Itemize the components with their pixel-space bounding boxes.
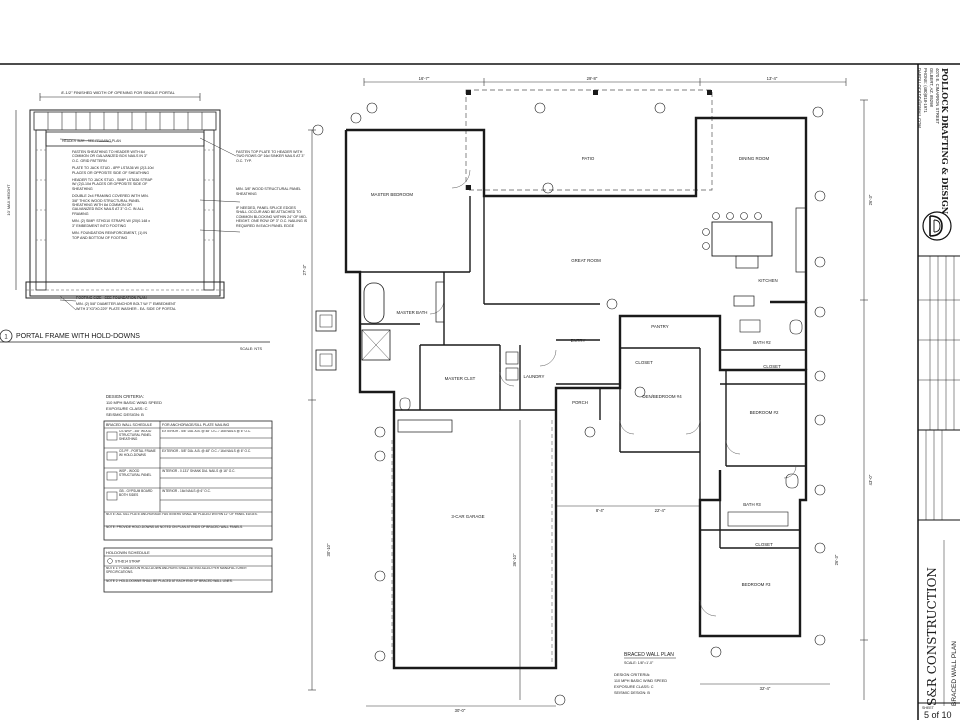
design-criteria-left: DESIGN CRITERIA: 110 MPH BASIC WIND SPEE… — [106, 394, 162, 417]
dim-top-c: 13'-4" — [767, 76, 778, 81]
room-great-room: GREAT ROOM — [571, 258, 601, 263]
plan-criteria-heading: DESIGN CRITERIA: — [614, 672, 650, 677]
braced-wall-schedule: BRACED WALL SCHEDULE FOR ANCHORAGE/SILL … — [103, 420, 273, 541]
detail-top-dim: 8'-1/2" FINISHED WIDTH OF OPENING FOR SI… — [61, 90, 175, 95]
criteria-line-1: 110 MPH BASIC WIND SPEED — [106, 400, 162, 405]
room-master-closet: MASTER CLST — [445, 376, 476, 381]
note-anchor: MIN. (2) 5/8" DIAMETER ANCHOR BOLT W/ 7"… — [76, 302, 176, 311]
plan-scale: SCALE: 1/8"=1'-0" — [624, 661, 654, 665]
note-sheathing: FASTEN SHEATHING TO HEADER WITH 8d COMMO… — [72, 150, 148, 163]
schedule-method-2: CS-PF - PORTAL FRAME W/ HOLD-DOWNS — [119, 449, 156, 457]
detail-scale: SCALE: NTS — [240, 347, 263, 351]
dim-right-a: 26'-3" — [868, 194, 873, 205]
schedule-nailing-3: INTERIOR - 0.131" SHANK DIA. NAILS @ 16"… — [162, 469, 236, 473]
detail-number: 1 — [4, 335, 8, 341]
holdown-row-1: STHD14 STRAP — [115, 560, 141, 564]
schedule-note-2: NOTE: PROVIDE HOLD-DOWNS AS NOTED ON PLA… — [106, 525, 244, 529]
schedule-col-nailing: FOR ANCHORAGE/SILL PLATE NAILING — [162, 423, 230, 427]
schedule-nailing-1: EXTERIOR - 5/8" DIA. A.B. @ 48" O.C. / 1… — [162, 430, 252, 433]
room-pantry: PANTRY — [651, 324, 668, 329]
room-bedroom3: BEDROOM #3 — [742, 582, 771, 587]
note-double-framing: DOUBLE 2x4 FRAMING COVERED WITH MIN. 3/8… — [72, 194, 149, 216]
sheet-name: BRACED WALL PLAN — [951, 641, 958, 706]
floor-plan: 16'-7" 29'-8" 13'-4" 26'-3" 43'-0" 26'-3… — [302, 76, 873, 713]
dim-mid-a: 8'-4" — [596, 508, 605, 513]
room-garage: 3-CAR GARAGE — [451, 514, 484, 519]
room-closet-bed2: CLOSET — [763, 364, 781, 369]
plan-title: BRACED WALL PLAN — [624, 652, 674, 658]
room-master-bath: MASTER BATH — [397, 310, 428, 315]
note-panel-splice: IF NEEDED, PANEL SPLICE EDGES SHALL OCCU… — [236, 206, 308, 228]
room-closet-bed3: CLOSET — [755, 542, 773, 547]
holdown-title: HOLDOWN SCHEDULE — [106, 550, 150, 555]
holdown-note-1: NOTE 1: FOUNDATION HOLD-DOWN ANCHORS SHA… — [106, 567, 247, 574]
schedule-nailing-2: EXTERIOR - 5/8" DIA. A.B. @ 48" O.C. / 1… — [162, 449, 252, 453]
dim-right-b: 43'-0" — [868, 474, 873, 485]
dim-top-a: 16'-7" — [419, 76, 430, 81]
dim-left-b: 30'-10" — [326, 543, 331, 557]
criteria-line-3: SEISMIC DESIGN: B — [106, 412, 144, 417]
schedule-method-3: WSP - WOOD STRUCTURAL PANEL — [119, 469, 152, 477]
plan-criteria-1: 110 MPH BASIC WIND SPEED — [614, 679, 667, 683]
note-top-plate: FASTEN TOP PLATE TO HEADER WITH TWO ROWS… — [236, 150, 305, 163]
company-address-2: GILBERT, AZ. 85298 — [929, 68, 934, 107]
holdown-note-2: NOTE 2: HOLD-DOWNS SHALL BE PLACED AT EA… — [106, 579, 233, 583]
company-phone: PHONE: (480)818-1971 — [923, 68, 928, 113]
pdd-logo — [922, 211, 952, 241]
dim-top-b: 29'-8" — [587, 76, 598, 81]
room-bedroom2: BEDROOM #2 — [750, 410, 779, 415]
note-header: HEADER SIZE - SEE FRAMING PLAN — [62, 139, 121, 143]
room-labels: PATIO DINING ROOM MASTER BEDROOM GREAT R… — [371, 156, 781, 587]
note-foundation: MIN. FOUNDATION REINFORCEMENT, (1) IN TO… — [72, 231, 148, 240]
room-bath3: BATH #3 — [743, 502, 761, 507]
room-porch: PORCH — [572, 400, 588, 405]
note-header-jack: HEADER TO JACK STUD - SIMP LSTA36 STRAP … — [72, 178, 153, 191]
detail-side-dim: 10' MAX HEIGHT — [6, 184, 11, 216]
criteria-heading: DESIGN CRITERIA: — [106, 394, 144, 399]
room-master-bedroom: MASTER BEDROOM — [371, 192, 414, 197]
dim-left-a: 27'-3" — [302, 264, 307, 275]
room-bath2: BATH #2 — [753, 340, 771, 345]
holdown-schedule: HOLDOWN SCHEDULE STHD14 STRAP NOTE 1: FO… — [103, 547, 273, 593]
room-entry: ENTRY — [571, 338, 586, 343]
detail-title: PORTAL FRAME WITH HOLD-DOWNS — [16, 333, 140, 340]
room-patio: PATIO — [582, 156, 595, 161]
plan-criteria-2: EXPOSURE CLASS: C — [614, 685, 654, 689]
schedule-col-method: BRACED WALL SCHEDULE — [106, 423, 153, 427]
sheet-label: SHEET — [922, 706, 935, 710]
company-address-1: 4070 E. CIMARRON STREET — [935, 68, 940, 125]
dim-bot-b: 32'-4" — [760, 686, 771, 691]
room-closet-den: CLOSET — [635, 360, 653, 365]
title-block: POLLOCK DRAFTING & DESIGN 4070 E. CIMARR… — [917, 68, 960, 720]
room-den: DEN/BEDROOM #4 — [642, 394, 682, 399]
sheet-number: 5 of 10 — [924, 710, 952, 720]
room-laundry: LAUNDRY — [524, 374, 545, 379]
schedule-note-1: NOTE: ALL SILL PLATE ANCHORAGE FASTENERS… — [106, 513, 258, 516]
room-kitchen: KITCHEN — [758, 278, 777, 283]
portal-frame-detail: 8'-1/2" FINISHED WIDTH OF OPENING FOR SI… — [0, 90, 308, 351]
dim-bot-a: 30'-0" — [455, 708, 466, 713]
note-wsp: MIN. 3/8" WOOD STRUCTURAL PANEL SHEATHIN… — [236, 187, 301, 196]
room-dining: DINING ROOM — [739, 156, 770, 161]
schedule-method-4: GB - GYPSUM BOARD BOTH SIDES — [119, 489, 153, 497]
dim-mid-b: 22'-4" — [655, 508, 666, 513]
project-name: S&R CONSTRUCTION — [925, 567, 939, 706]
dim-mid-c: 36'-10" — [512, 553, 517, 567]
schedule-method-1: CS-WSP - 3/8" WOOD STRUCTURAL PANEL SHEA… — [119, 430, 152, 441]
plan-criteria-3: SEISMIC DESIGN: B — [614, 691, 650, 695]
schedule-nailing-4: INTERIOR - 16d NAILS @ 6" O.C. — [162, 489, 211, 493]
company-email: DAPOLLOCKDD@GMAIL.COM — [917, 68, 922, 128]
dim-right-c: 26'-3" — [834, 554, 839, 565]
note-straps: MIN. (2) SIMP. STHD10 STRAPS W/ (20)0.14… — [72, 219, 151, 228]
note-footing: FOOTING SIZE - SEE FOUNDATION PLAN — [76, 296, 147, 300]
company-name: POLLOCK DRAFTING & DESIGN — [940, 68, 950, 214]
criteria-line-2: EXPOSURE CLASS: C — [106, 406, 148, 411]
plan-title-block: BRACED WALL PLAN SCALE: 1/8"=1'-0" DESIG… — [614, 652, 676, 695]
detail-notes-left: HEADER SIZE - SEE FRAMING PLAN — [62, 139, 121, 143]
note-plate-jack: PLATE TO JACK STUD - 8PP LSTA36 W/ (2)3-… — [72, 166, 154, 175]
